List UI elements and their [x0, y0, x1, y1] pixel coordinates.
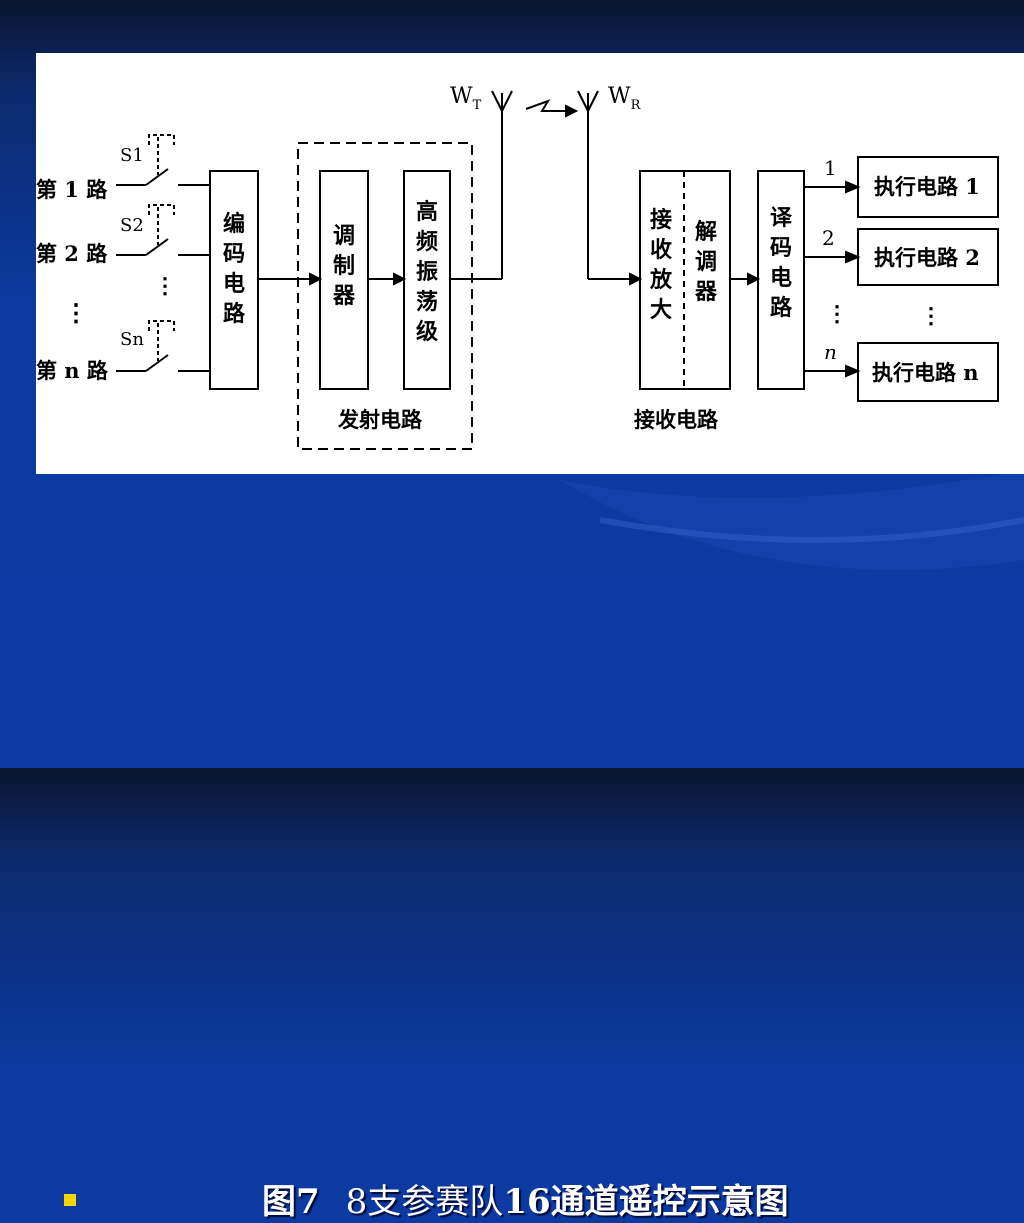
tx-antenna-icon	[491, 90, 513, 112]
oscillator-label: 高频振荡级	[416, 199, 438, 345]
wireless-link-icon	[525, 99, 579, 118]
executor-1-label: 执行电路 1	[874, 174, 980, 199]
caption-figure-label: 图7	[262, 1182, 320, 1222]
executor-2-block	[857, 228, 999, 286]
slide-caption: 图7 8支参赛队16通道遥控示意图	[0, 588, 1024, 1222]
switch-ellipsis: ⋮	[154, 273, 176, 299]
caption-part2: 16通道遥控示意图	[503, 1182, 789, 1222]
output-line-n: n	[824, 340, 837, 364]
arrow-antenna-receiver	[588, 272, 643, 286]
switch-label-1: S1	[120, 145, 144, 166]
output-line-1: 1	[824, 156, 837, 180]
modulator-label: 调制器	[332, 223, 356, 309]
transmit-group-box	[297, 142, 473, 450]
receive-group-label: 接收电路	[634, 407, 719, 432]
demodulator-label: 解调器	[694, 219, 718, 305]
output-ellipsis: ⋮	[826, 301, 848, 327]
caption-text: 图7 8支参赛队16通道遥控示意图	[262, 1174, 789, 1223]
output-lines	[804, 180, 861, 378]
background-swoosh	[560, 470, 1024, 570]
executor-ellipsis: ⋮	[920, 303, 942, 329]
arrow-modulator-oscillator	[368, 272, 407, 286]
switch-label-n: Sn	[120, 329, 144, 350]
bullet-icon	[64, 1194, 76, 1206]
decoder-block	[757, 170, 805, 390]
switch-label-2: S2	[120, 215, 144, 236]
slide: 第 1 路 第 2 路 ⋮ 第 n 路 S1 S2 ⋮ Sn	[0, 53, 1024, 1222]
tx-antenna-label: WT	[450, 84, 482, 113]
diagram-svg: 第 1 路 第 2 路 ⋮ 第 n 路 S1 S2 ⋮ Sn	[36, 84, 999, 450]
svg-text:编码电路: 编码电路	[223, 211, 246, 327]
input-label-n: 第 n 路	[36, 358, 109, 383]
input-label-1: 第 1 路	[36, 177, 108, 202]
input-label-2: 第 2 路	[36, 241, 108, 266]
modulator-block	[319, 170, 369, 390]
executor-n-block	[857, 342, 999, 402]
transmit-group-label: 发射电路	[337, 407, 423, 432]
receiver-amp-label: 接收放大	[649, 207, 673, 323]
decoder-label: 译码电路	[770, 205, 793, 321]
arrow-receiver-decoder	[730, 272, 761, 286]
block-diagram: 第 1 路 第 2 路 ⋮ 第 n 路 S1 S2 ⋮ Sn	[36, 53, 1024, 474]
arrow-encoder-modulator	[258, 272, 323, 286]
rx-antenna-label: WR	[608, 84, 642, 113]
encoder-label: 编码电路	[223, 211, 246, 327]
executor-2-label: 执行电路 2	[874, 245, 980, 270]
output-line-2: 2	[822, 226, 835, 250]
switches	[116, 134, 210, 372]
executor-1-block	[857, 156, 999, 218]
rx-antenna-icon	[577, 90, 599, 279]
input-ellipsis: ⋮	[64, 298, 88, 327]
executor-n-label: 执行电路 n	[872, 360, 979, 385]
caption-part1: 8支参赛队	[345, 1182, 504, 1222]
tx-feed-line	[450, 111, 503, 280]
